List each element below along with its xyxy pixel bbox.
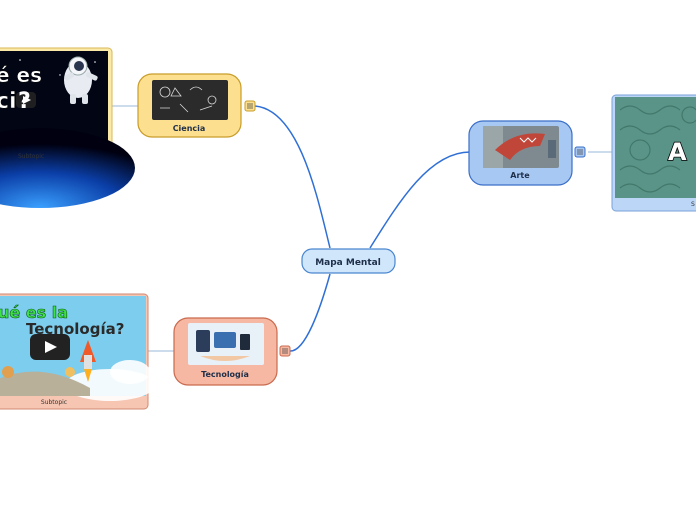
topic-ciencia[interactable]: Ciencia [137, 73, 256, 138]
topic-label-tecnologia: Tecnología [201, 370, 249, 379]
subtopic-caption: Subtopic [41, 399, 67, 406]
svg-text:?: ? [18, 89, 31, 114]
video-title-line1: A [668, 138, 687, 166]
play-icon[interactable] [23, 96, 31, 104]
video-title-line1: é es [0, 63, 42, 87]
subtopic-arte[interactable]: A S [611, 94, 696, 212]
chalkboard-image [152, 80, 228, 120]
subtopic-ciencia[interactable]: é es ci ? Subtopic [0, 47, 135, 208]
topic-arte[interactable]: Arte [468, 120, 586, 186]
topic-tecnologia[interactable]: Tecnología [173, 317, 291, 386]
topic-label-arte: Arte [510, 171, 530, 180]
topic-label-ciencia: Ciencia [173, 124, 206, 133]
central-topic[interactable]: Mapa Mental [301, 248, 396, 274]
connector-central-arte [369, 151, 471, 249]
connector-central-ciencia [254, 105, 331, 249]
video-title-line2: ci [0, 89, 17, 114]
video-title-line2: Tecnología? [26, 320, 124, 338]
subtopic-tecnologia[interactable]: ué es la Tecnología? Subtopic [0, 293, 155, 410]
subtopic-caption: S [691, 201, 695, 208]
astronaut-image [64, 56, 98, 104]
play-icon[interactable] [45, 341, 57, 353]
connector-central-tecnologia [289, 273, 331, 352]
video-title-line1: ué es la [0, 303, 68, 322]
subtopic-caption: Subtopic [18, 153, 44, 160]
central-label: Mapa Mental [315, 258, 381, 268]
